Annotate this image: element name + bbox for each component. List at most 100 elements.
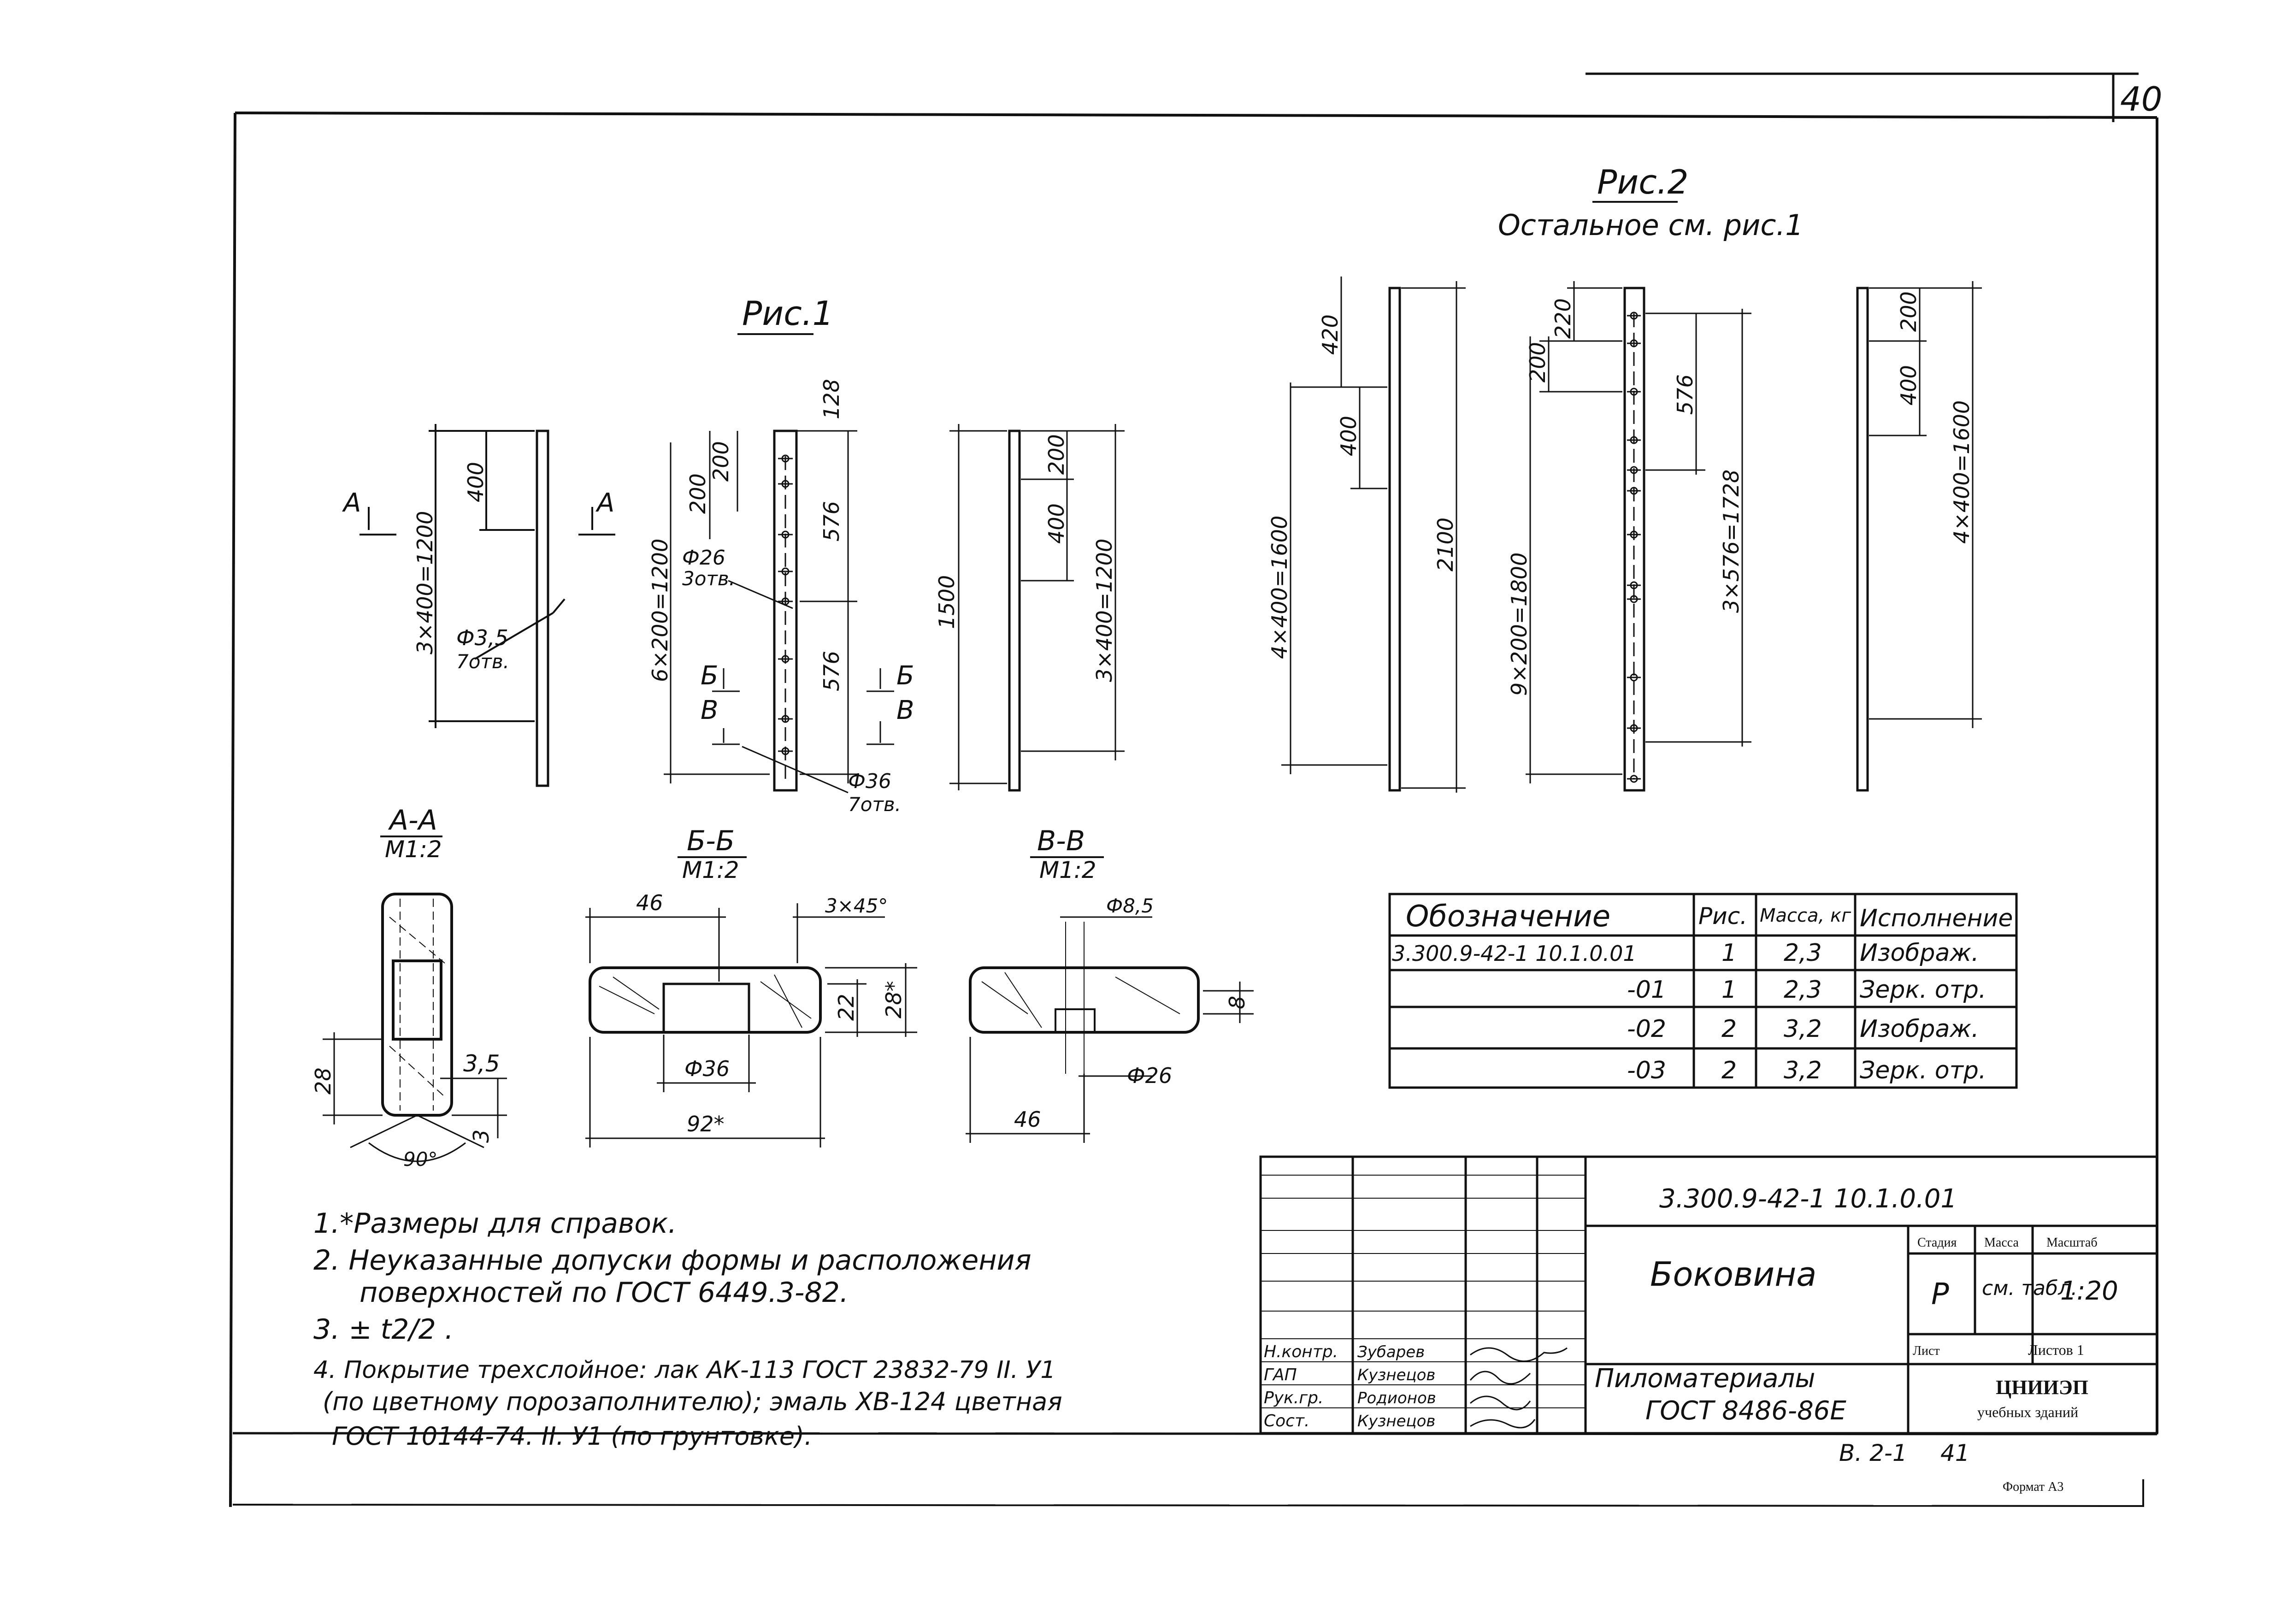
section-vv-scale: М1:2	[1039, 857, 1096, 883]
spec-row: -03 2 3,2 Зерк. отр.	[1627, 1057, 1986, 1084]
section-bb-dim-92: 92*	[687, 1112, 725, 1136]
material-line2: ГОСТ 8486-86Е	[1645, 1396, 1846, 1426]
spec-row: -01 1 2,3 Зерк. отр.	[1627, 976, 1986, 1004]
fig1-section-b-right: Б	[896, 661, 914, 691]
bottom-ref: В. 2-1	[1839, 1440, 1907, 1466]
fig1-section-a-right: А	[595, 488, 614, 518]
fig2-subtitle: Остальное см. рис.1	[1498, 208, 1804, 242]
fig1-dim-128: 128	[819, 379, 844, 419]
fig2-right-dim-4x400: 4×400=1600	[1949, 400, 1974, 544]
fig1-plank-c	[1008, 430, 1021, 792]
spec-row-3-designation: -02	[1627, 1015, 1666, 1043]
fig2-dim-2100: 2100	[1433, 518, 1458, 571]
spec-header-mass: Масса, кг	[1760, 905, 1851, 926]
signature-marks	[1469, 1347, 1568, 1429]
section-aa-title: А-А	[388, 804, 437, 836]
section-aa-dim-3: 3	[469, 1130, 494, 1143]
spec-row-2-version: Зерк. отр.	[1860, 976, 1986, 1004]
scale-value: 1:20	[2060, 1276, 2118, 1306]
note-1: 1.*Размеры для справок.	[313, 1207, 677, 1240]
spec-row-2-fig: 1	[1721, 976, 1737, 1004]
spec-row-2-mass: 2,3	[1784, 976, 1822, 1004]
note-4a: 4. Покрытие трехслойное: лак АК-113 ГОСТ…	[313, 1356, 1055, 1384]
fig1-hole-36-count: 7отв.	[848, 793, 901, 816]
fig1-hole-small: Ф3,5	[456, 625, 508, 650]
note-4c: ГОСТ 10144-74. II. У1 (по грунтовке).	[332, 1422, 812, 1451]
fig1-hole-26-count: 3отв.	[682, 567, 735, 590]
section-aa: А-А М1:2 28 3,5 3 90°	[311, 804, 507, 1171]
fig2-title: Рис.2	[1597, 163, 1689, 201]
spec-header-designation: Обозначение	[1406, 900, 1610, 934]
role-4: Сост.	[1264, 1412, 1309, 1430]
col-scale: Масштаб	[2046, 1236, 2098, 1250]
fig1-section-v-left: В	[701, 695, 718, 725]
notes: 1.*Размеры для справок. 2. Неуказанные д…	[313, 1207, 1062, 1451]
section-bb: Б-Б М1:2 46 3×45° 22 28*	[585, 825, 917, 1147]
spec-header-version: Исполнение	[1860, 905, 2013, 932]
fig2-dim-220: 220	[1550, 298, 1575, 339]
section-vv-dim-8: 8	[1225, 996, 1250, 1009]
name-3: Родионов	[1357, 1389, 1436, 1407]
fig2-plank-c	[1856, 287, 1869, 792]
fig2-dim-200: 200	[1525, 342, 1550, 382]
name-2: Кузнецов	[1357, 1366, 1435, 1384]
spec-row-3-version: Изображ.	[1860, 1015, 1979, 1043]
section-vv-title: В-В	[1037, 825, 1085, 857]
spec-row-2-designation: -01	[1627, 976, 1666, 1004]
fig2-dim-4x400: 4×400=1600	[1267, 516, 1292, 659]
note-4b: (по цветному порозаполнителю); эмаль ХВ-…	[323, 1387, 1062, 1416]
section-aa-scale: М1:2	[385, 836, 442, 863]
spec-row: -02 2 3,2 Изображ.	[1627, 1015, 1979, 1043]
section-bb-dim-22: 22	[834, 994, 859, 1021]
material-line1: Пиломатериалы	[1595, 1364, 1815, 1394]
sheet-label: Лист	[1913, 1344, 1940, 1358]
fig1-dim-400: 400	[463, 462, 488, 502]
fig1-plank-b	[773, 430, 798, 792]
fig1-plank-a	[536, 430, 549, 787]
section-aa-angle: 90°	[403, 1148, 437, 1171]
spec-header-fig: Рис.	[1698, 903, 1747, 930]
page-number: 40	[2120, 80, 2163, 118]
fig2-dim-3x576: 3×576=1728	[1719, 470, 1744, 613]
sheet-frame	[229, 72, 2158, 1507]
fig1-dim-576-b: 576	[819, 651, 844, 691]
name-4: Кузнецов	[1357, 1412, 1435, 1430]
fig1-dim-3x400: 3×400=1200	[413, 511, 437, 654]
bottom-page: 41	[1940, 1440, 1970, 1466]
fig1-plank-b-holes	[778, 454, 793, 755]
col-mass: Масса	[1984, 1236, 2019, 1250]
fig2-plank-b-holes	[1627, 312, 1641, 783]
fig1-right-dim-3x400: 3×400=1200	[1092, 539, 1117, 682]
fig1-hole-36: Ф36	[848, 770, 891, 793]
section-bb-dim-28: 28*	[881, 981, 906, 1018]
fig1-dim-200-b: 200	[685, 473, 710, 514]
doc-code: 3.300.9-42-1 10.1.0.01	[1659, 1184, 1957, 1214]
note-2b: поверхностей по ГОСТ 6449.3-82.	[360, 1277, 849, 1309]
spec-row-3-fig: 2	[1721, 1015, 1737, 1043]
figure-1: Рис.1 А А 400 3×400=1200 Ф3,5 7отв.	[342, 294, 1125, 816]
title-block: 3.300.9-42-1 10.1.0.01 Боковина Стадия М…	[1259, 1155, 2158, 1435]
fig2-plank-a	[1388, 287, 1401, 792]
spec-row-3-mass: 3,2	[1784, 1015, 1822, 1043]
fig1-dim-1500: 1500	[934, 575, 959, 629]
role-1: Н.контр.	[1264, 1342, 1338, 1361]
section-bb-dim-46: 46	[636, 890, 663, 915]
spec-row-1-mass: 2,3	[1784, 939, 1822, 967]
role-3: Рук.гр.	[1264, 1389, 1323, 1407]
fig2-right-dim-400: 400	[1896, 365, 1921, 406]
section-vv-dim-26: Ф26	[1127, 1063, 1172, 1088]
fig1-right-dim-200: 200	[1044, 434, 1069, 475]
mass-value: см. табл.	[1982, 1277, 2077, 1300]
col-stage: Стадия	[1917, 1236, 1957, 1250]
section-aa-dim-35: 3,5	[463, 1050, 500, 1077]
note-2a: 2. Неуказанные допуски формы и расположе…	[313, 1244, 1032, 1277]
section-bb-chamfer: 3×45°	[825, 894, 888, 917]
fig2-dim-420: 420	[1318, 314, 1343, 355]
spec-row: 3.300.9-42-1 10.1.0.01 1 2,3 Изображ.	[1392, 939, 1979, 967]
fig1-dim-200-a: 200	[708, 441, 733, 482]
spec-row-1-designation: 3.300.9-42-1 10.1.0.01	[1392, 941, 1637, 966]
spec-table: Обозначение Рис. Масса, кг Исполнение 3.…	[1388, 893, 2018, 1089]
section-vv: В-В М1:2 Ф8,5 8 Ф26 46	[966, 825, 1254, 1143]
role-2: ГАП	[1264, 1365, 1297, 1384]
